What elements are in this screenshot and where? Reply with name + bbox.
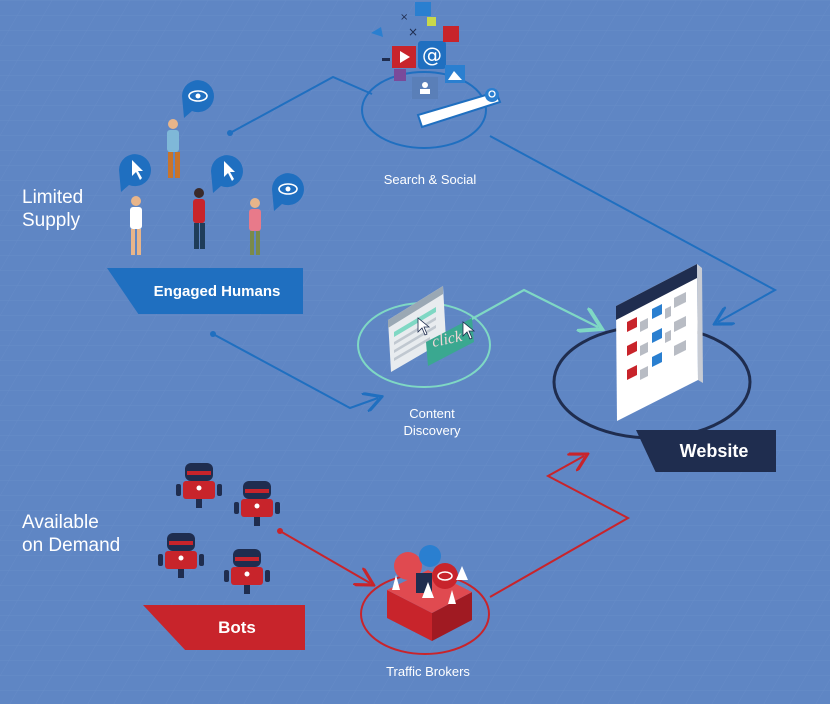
cursor-icon [462, 321, 476, 340]
cursor-icon [394, 552, 422, 580]
person-figure [249, 198, 261, 255]
eye-icon [182, 80, 214, 118]
search-social-label: Search & Social [383, 172, 477, 187]
cursor-icon [417, 317, 431, 336]
search-social-icons: @ × × [371, 2, 502, 129]
limited-supply-label: Limited Supply [22, 187, 84, 231]
person-figure [167, 119, 180, 178]
robot-icon [158, 533, 204, 578]
engaged-humans-group [119, 80, 304, 255]
search-social-ring [361, 71, 487, 149]
traffic-brokers-label: Traffic Brokers [386, 664, 470, 679]
search-bar [416, 90, 502, 129]
robot-icon [176, 463, 222, 508]
robot-icon [234, 481, 280, 526]
svg-text:@: @ [422, 43, 442, 67]
click-badge [426, 318, 474, 366]
flow-brokers-to-website [489, 456, 631, 598]
flow-humans-to-discovery [212, 333, 378, 408]
at-sign-icon [418, 41, 446, 69]
website-page-illustration [616, 264, 703, 421]
cursor-icon [211, 155, 243, 193]
cursor-icon [119, 154, 151, 192]
engaged-humans-banner: Engaged Humans [107, 268, 303, 314]
person-figure [130, 196, 142, 255]
contact-icon [443, 26, 459, 42]
flow-humans-to-search [229, 75, 373, 134]
svg-text:×: × [408, 25, 418, 39]
website-banner: Website [636, 430, 776, 472]
robot-icon [224, 549, 270, 594]
gift-box-icon [387, 545, 472, 641]
person-figure [193, 188, 205, 249]
flow-search-to-website [489, 135, 778, 322]
flow-bots-to-brokers [279, 530, 370, 583]
eye-icon [437, 571, 453, 581]
flow-discovery-to-website [469, 288, 598, 327]
chat-icon [415, 2, 431, 16]
eye-icon [272, 173, 304, 211]
svg-text:×: × [400, 12, 408, 23]
available-on-demand-label: Available on Demand [22, 512, 121, 556]
content-discovery-label: Content Discovery [403, 406, 461, 438]
search-icon [485, 88, 499, 102]
